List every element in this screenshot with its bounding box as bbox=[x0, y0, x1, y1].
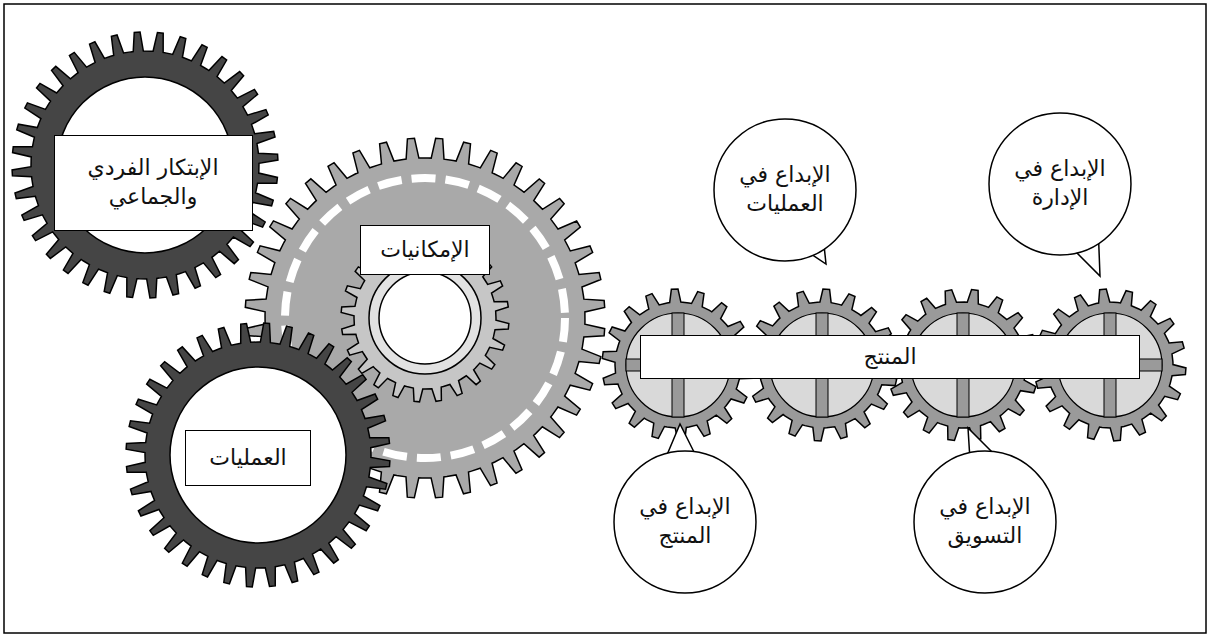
bubble-text: الإبداع في العمليات bbox=[730, 161, 840, 218]
bubble-circle bbox=[714, 119, 856, 261]
bubble-circle bbox=[989, 113, 1131, 255]
text-block: الإبداع في المنتج bbox=[630, 493, 740, 550]
speech-bubble: الإبداع في التسويق bbox=[913, 450, 1057, 594]
gear-label-box: الإمكانيات bbox=[360, 225, 490, 275]
bubble-outline bbox=[988, 112, 1132, 256]
frame bbox=[4, 4, 1206, 633]
bubble-text: الإبداع في الإدارة bbox=[1005, 155, 1115, 212]
speech-bubble: الإبداع في العمليات bbox=[713, 118, 857, 262]
text-block: الإبداع في العمليات bbox=[730, 161, 840, 218]
dark-gear bbox=[126, 323, 390, 587]
product-bar: المنتج bbox=[640, 335, 1140, 379]
box-label: العمليات bbox=[209, 444, 286, 473]
text-block: العمليات bbox=[209, 444, 286, 473]
box-label: الإبتكار الفردي والجماعي bbox=[66, 154, 241, 211]
bubble-outline bbox=[713, 118, 857, 262]
text-block: الإبتكار الفردي والجماعي bbox=[66, 154, 241, 211]
bubble-outline bbox=[613, 450, 757, 594]
bubble-circle bbox=[614, 451, 756, 593]
text-block: الإمكانيات bbox=[380, 236, 469, 265]
box-label: الإمكانيات bbox=[380, 236, 469, 265]
bubble-text: الإبداع في المنتج bbox=[630, 493, 740, 550]
gear-label-box: العمليات bbox=[185, 430, 311, 486]
gear-hole bbox=[170, 367, 346, 543]
text-block: المنتج bbox=[863, 343, 916, 372]
text-block: الإبداع في التسويق bbox=[930, 493, 1040, 550]
gear-hub bbox=[369, 262, 481, 374]
box-label: المنتج bbox=[863, 343, 916, 372]
bubble-circle bbox=[914, 451, 1056, 593]
speech-bubble: الإبداع في المنتج bbox=[613, 450, 757, 594]
bubble-outline bbox=[913, 450, 1057, 594]
dark-gear bbox=[12, 32, 278, 298]
speech-bubble: الإبداع في الإدارة bbox=[988, 112, 1132, 256]
bubble-text: الإبداع في التسويق bbox=[930, 493, 1040, 550]
gear-label-box: الإبتكار الفردي والجماعي bbox=[54, 135, 253, 231]
gear-hole bbox=[379, 272, 471, 364]
text-block: الإبداع في الإدارة bbox=[1005, 155, 1115, 212]
